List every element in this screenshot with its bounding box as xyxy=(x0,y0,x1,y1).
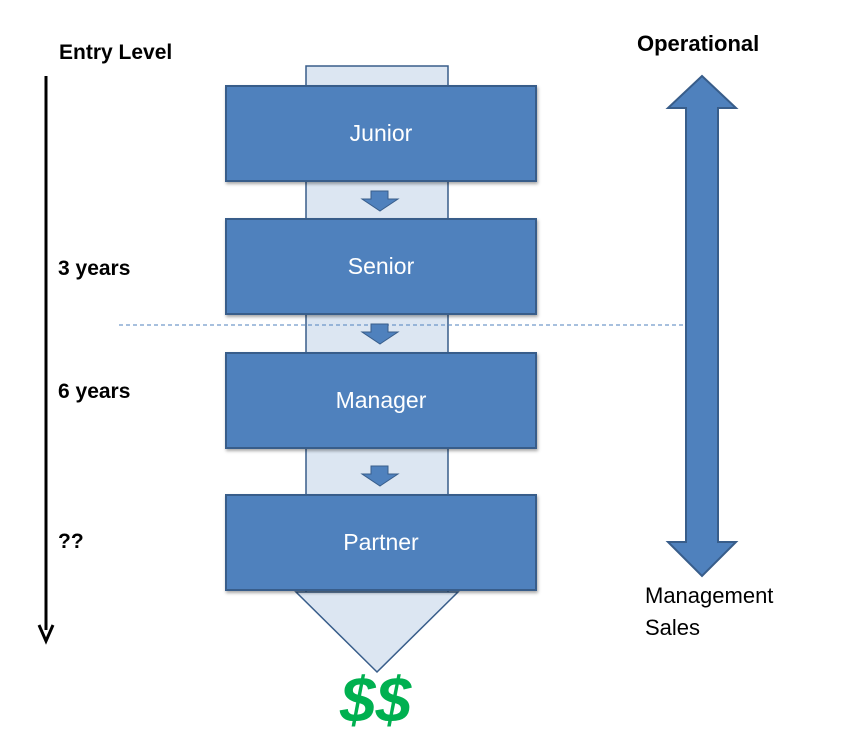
operational-label: Operational xyxy=(637,31,760,56)
timeline-label-unknown: ?? xyxy=(58,530,84,553)
level-box-manager: Manager xyxy=(225,352,537,449)
timeline-label-6-years: 6 years xyxy=(58,380,131,403)
step-arrow xyxy=(360,323,400,345)
timeline-label-3-years: 3 years xyxy=(58,257,131,280)
sales-label: Sales xyxy=(645,615,701,640)
step-arrow xyxy=(360,190,400,212)
funnel-tip xyxy=(294,591,460,674)
level-box-junior: Junior xyxy=(225,85,537,182)
level-box-partner: Partner xyxy=(225,494,537,591)
timeline-label-entry: Entry Level xyxy=(59,41,173,64)
money-outcome: $$ xyxy=(340,664,412,736)
step-arrow xyxy=(360,465,400,487)
level-box-senior: Senior xyxy=(225,218,537,315)
management-label: Management xyxy=(645,583,774,608)
